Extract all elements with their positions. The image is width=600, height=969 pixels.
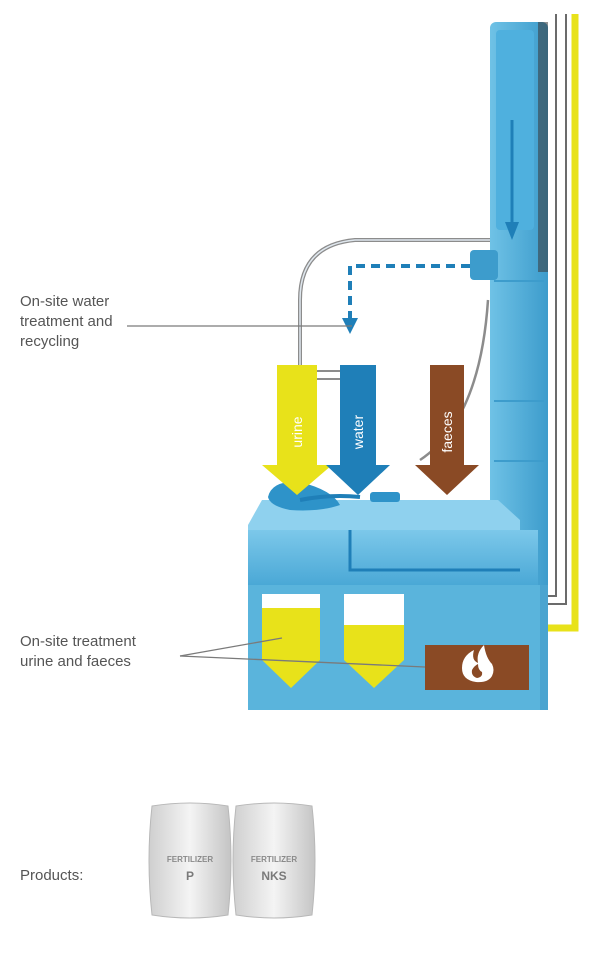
water-treatment-callout: On-site water treatment and recycling [20,292,160,352]
water-callout-line-1: On-site water [20,293,110,310]
toilet-tower [490,22,548,592]
water-arrow: water [326,365,390,495]
bag-nks-top-label: FERTILIZER [251,855,297,864]
water-recycle-line [342,250,498,334]
leader-lines [127,325,426,668]
treatment-callout-line-2: urine and faeces [20,653,131,670]
faeces-arrow: faeces [415,365,479,495]
faeces-arrow-label: faeces [439,411,455,452]
water-arrow-label: water [350,415,366,451]
urine-arrow: urine [262,365,332,495]
fire-icon [462,645,494,683]
urine-arrow-label: urine [289,416,305,447]
water-callout-line-2: treatment and [20,313,113,330]
treatment-unit [248,585,548,710]
treatment-callout-line-1: On-site treatment [20,633,136,650]
fertilizer-bag-nks: FERTILIZER NKS [232,802,316,919]
onsite-treatment-callout: On-site treatment urine and faeces [20,632,180,672]
toilet-base [248,481,538,585]
bag-p-main-label: P [186,869,194,883]
bag-p-top-label: FERTILIZER [167,855,213,864]
bag-nks-main-label: NKS [261,869,286,883]
products-label: Products: [20,867,84,884]
fertilizer-bag-p: FERTILIZER P [148,802,232,919]
water-callout-line-3: recycling [20,333,80,350]
